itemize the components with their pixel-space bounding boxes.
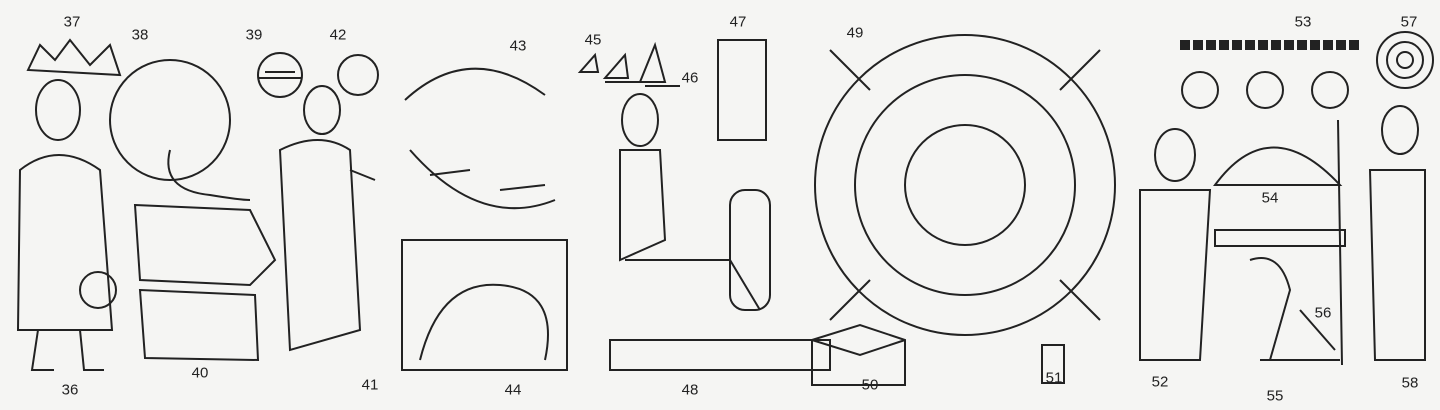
figure-label-54: 54 bbox=[1261, 189, 1279, 207]
figure-label-58: 58 bbox=[1401, 374, 1419, 392]
figure-58-philosopher-with-staff bbox=[1337, 105, 1426, 366]
figure-label-47: 47 bbox=[729, 13, 747, 31]
figure-label-50: 50 bbox=[861, 376, 879, 394]
figure-label-36: 36 bbox=[61, 381, 79, 399]
figure-label-40: 40 bbox=[191, 364, 209, 382]
figure-50-box bbox=[811, 323, 906, 386]
figure-label-57: 57 bbox=[1400, 13, 1418, 31]
figure-label-42: 42 bbox=[329, 26, 347, 44]
figure-38-disc bbox=[109, 59, 251, 201]
figure-label-53: 53 bbox=[1294, 13, 1312, 31]
figure-label-49: 49 bbox=[846, 24, 864, 42]
figure-label-48: 48 bbox=[681, 381, 699, 399]
figure-37-scene bbox=[26, 38, 122, 77]
figure-44-sky-goddess bbox=[401, 239, 568, 371]
figure-36-robed-astronomer bbox=[16, 79, 117, 371]
figure-label-55: 55 bbox=[1266, 387, 1284, 405]
figure-label-43: 43 bbox=[509, 37, 527, 55]
figure-label-52: 52 bbox=[1151, 373, 1169, 391]
figure-label-38: 38 bbox=[131, 26, 149, 44]
figure-label-44: 44 bbox=[504, 381, 522, 399]
figure-43-constellations bbox=[404, 67, 556, 210]
figure-41-assyrian-figure bbox=[278, 85, 376, 352]
figure-47-column bbox=[717, 39, 767, 141]
figure-label-45: 45 bbox=[584, 31, 602, 49]
figure-label-51: 51 bbox=[1045, 369, 1063, 387]
figure-39-dome bbox=[257, 52, 303, 98]
figure-label-41: 41 bbox=[361, 376, 379, 394]
figure-label-37: 37 bbox=[63, 13, 81, 31]
figure-label-56: 56 bbox=[1314, 304, 1332, 322]
figure-57-concentric-spheres bbox=[1376, 31, 1434, 89]
figure-42-emblem bbox=[337, 54, 379, 96]
figure-55-56-surveyor bbox=[1214, 229, 1346, 361]
figure-52-greek-philosopher bbox=[1139, 128, 1212, 361]
figure-48-khnum-at-wheel bbox=[609, 93, 831, 371]
figure-54-hemisphere bbox=[1213, 146, 1343, 186]
figure-49-dendera-zodiac bbox=[814, 34, 1116, 336]
figure-label-39: 39 bbox=[245, 26, 263, 44]
figure-51-hourglass bbox=[1041, 344, 1065, 384]
figure-40-tablets bbox=[133, 203, 277, 362]
figure-label-46: 46 bbox=[681, 69, 699, 87]
figure-45-boats bbox=[577, 41, 680, 87]
figure-sun-phases bbox=[1181, 71, 1349, 109]
